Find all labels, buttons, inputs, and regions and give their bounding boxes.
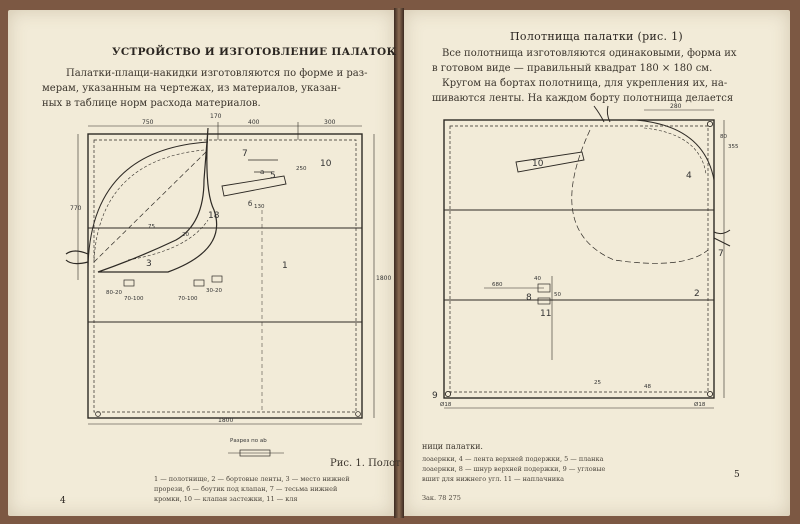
dim-top-mid: 400: [248, 119, 260, 126]
dim-stake-3: 70-100: [178, 296, 198, 302]
legend-line: лоаернки, 4 — лента верхней подержки, 5 …: [422, 455, 604, 463]
page-number: 5: [734, 470, 740, 480]
book-spine: [394, 8, 404, 518]
paragraph-line: Палатки-плащи-накидки изготовляются по ф…: [66, 68, 368, 79]
paragraph-line: Все полотнища изготовляются одинаковыми,…: [442, 48, 737, 59]
dim-mid-680: 680: [492, 282, 503, 288]
dim-strip: 130: [254, 204, 265, 210]
dim-stake-1: 80-20: [106, 290, 122, 296]
legend-line: прорези, б — боутик под клапан, 7 — тесь…: [154, 485, 338, 493]
pattern-drawing-right: 280 80 355 680 40 50 25 48 Ø18 Ø18 2 4 7…: [432, 103, 739, 409]
dim-50: 50: [554, 292, 561, 298]
dim-side-80: 80: [720, 134, 727, 140]
piece-label: 4: [686, 171, 692, 181]
piece-label: 7: [718, 249, 724, 259]
piece-label: 10: [532, 159, 544, 169]
legend-line: 1 — полотнище, 2 — бортовые ленты, 3 — м…: [154, 475, 350, 483]
piece-label: 18: [208, 211, 220, 221]
dim-bottom-right: Ø18: [694, 401, 706, 408]
footer-code: Зак. 78 275: [422, 494, 461, 502]
piece-label: 11: [540, 309, 551, 319]
dim-stake-2: 70-100: [124, 296, 144, 302]
legend-line: кромки, 10 — клапан застежки, 11 — кля: [154, 495, 298, 503]
piece-label: 5: [270, 171, 276, 181]
dim-top-small: 170: [210, 113, 222, 120]
page-number: 4: [60, 496, 66, 506]
pattern-drawing-left: 750 400 300 170 770 1800 1800 80-20 70-1…: [65, 113, 391, 457]
dim-bottom-left: Ø18: [440, 401, 452, 408]
piece-label: 7: [242, 149, 248, 159]
legend-line: лоаернки, 8 — шнур верхней подержки, 9 —…: [422, 465, 606, 473]
paragraph-line: шиваются ленты. На каждом борту полотнищ…: [432, 93, 734, 104]
piece-label: а: [260, 168, 264, 176]
piece-label: 1: [282, 261, 288, 271]
right-page: Полотнища палатки (рис. 1) Все полотнища…: [404, 10, 790, 516]
dim-40: 40: [534, 276, 541, 282]
figure-caption-tail: ници палатки.: [422, 442, 483, 451]
left-page-heading: УСТРОЙСТВО И ИЗГОТОВЛЕНИЕ ПАЛАТОК: [112, 46, 397, 58]
paragraph-line: мерам, указанным на чертежах, из материа…: [42, 83, 341, 94]
piece-label: 10: [320, 159, 332, 169]
figure-legend: лоаернки, 4 — лента верхней подержки, 5 …: [422, 454, 605, 484]
dim-top-right: 300: [324, 119, 336, 126]
dim-left-vertical: 770: [70, 205, 82, 212]
paragraph-line: в готовом виде — правильный квадрат 180 …: [432, 63, 713, 74]
dim-250: 250: [296, 166, 307, 172]
legend-line: вшит для нижнего угл. 11 — наплачника: [422, 475, 565, 483]
left-page-paragraph: Палатки-плащи-накидки изготовляются по ф…: [42, 66, 368, 111]
right-page-heading: Полотнища палатки (рис. 1): [510, 30, 683, 43]
right-page-paragraph: Все полотнища изготовляются одинаковыми,…: [432, 46, 737, 106]
dim-48: 48: [644, 384, 651, 390]
dim-top-left: 750: [142, 119, 154, 126]
dim-25: 25: [594, 380, 601, 386]
piece-label: 2: [694, 289, 700, 299]
piece-label: 8: [526, 293, 532, 303]
dim-20: 20: [182, 232, 189, 238]
dim-side-355: 355: [728, 144, 739, 150]
piece-label: 3: [146, 259, 152, 269]
piece-label: б: [248, 200, 252, 208]
dim-top-280: 280: [670, 103, 682, 110]
dim-75: 75: [148, 224, 155, 230]
figure-caption: Рис. 1. Полот: [330, 458, 401, 469]
dim-bottom-width: 1800: [218, 417, 233, 424]
dim-stake-4: 30-20: [206, 288, 222, 294]
paragraph-line: Кругом на бортах полотнища, для укреплен…: [442, 78, 728, 89]
left-page: УСТРОЙСТВО И ИЗГОТОВЛЕНИЕ ПАЛАТОК Палатк…: [8, 10, 401, 516]
dim-right-vertical: 1800: [376, 275, 391, 282]
cut-label: Разрез по аb: [230, 438, 267, 444]
piece-label: 9: [432, 391, 438, 401]
figure-legend: 1 — полотнище, 2 — бортовые ленты, 3 — м…: [154, 474, 350, 504]
paragraph-line: ных в таблице норм расхода материалов.: [42, 98, 261, 109]
